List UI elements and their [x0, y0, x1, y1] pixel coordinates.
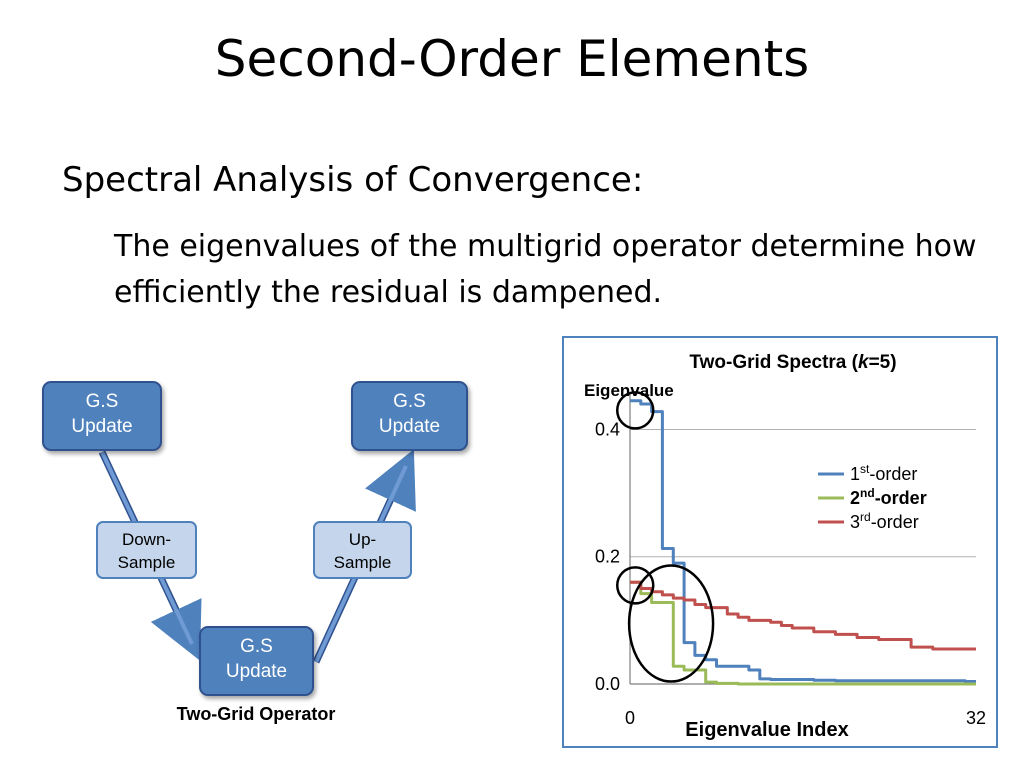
- up-sample-label: Up- Sample: [333, 530, 392, 572]
- gs-update-box-top-left: G.S Update: [42, 381, 162, 451]
- gs-update-box-bottom: G.S Update: [199, 626, 314, 696]
- diagram-caption: Two-Grid Operator: [176, 704, 336, 724]
- x-tick-label: 32: [966, 708, 986, 728]
- series-line-3: [630, 580, 976, 651]
- chart-frame: Two-Grid Spectra (k=5) Eigenvalue 0.4 0.2 0.…: [562, 336, 998, 748]
- chart-title: Two-Grid Spectra (k=5): [689, 352, 896, 373]
- gs-update-label: G.S Update: [71, 391, 133, 437]
- gs-update-label: G.S Update: [378, 391, 441, 437]
- bullet-heading: Spectral Analysis of Convergence:: [62, 160, 644, 200]
- annotation-circle: [615, 566, 655, 605]
- series-line-1: [630, 399, 976, 683]
- annotation-circle: [615, 391, 655, 430]
- spectra-chart: Two-Grid Spectra (k=5) Eigenvalue 0.4 0.2 0.…: [584, 352, 986, 741]
- bullet-body: The eigenvalues of the multigrid operato…: [114, 229, 977, 310]
- y-tick-label: 0.2: [595, 547, 620, 567]
- x-axis-label: Eigenvalue Index: [685, 719, 848, 741]
- gs-update-box-top-right: G.S Update: [351, 381, 468, 451]
- down-sample-label: Down- Sample: [117, 530, 176, 572]
- slide-title: Second-Order Elements: [214, 30, 810, 88]
- legend-entry: 1st-order: [850, 462, 917, 484]
- legend-entry: 2nd-order: [850, 486, 927, 508]
- y-tick-label: 0.4: [595, 419, 620, 439]
- up-sample-box: Up- Sample: [313, 521, 412, 579]
- annotation-ellipse: [627, 564, 715, 683]
- down-sample-box: Down- Sample: [96, 521, 197, 579]
- y-axis-label: Eigenvalue: [584, 381, 674, 400]
- gs-update-label: G.S Update: [225, 636, 288, 682]
- y-tick-label: 0.0: [595, 674, 620, 694]
- legend-entry: 3rd-order: [850, 510, 919, 532]
- x-tick-label: 0: [625, 708, 635, 728]
- series-line-2: [630, 580, 976, 686]
